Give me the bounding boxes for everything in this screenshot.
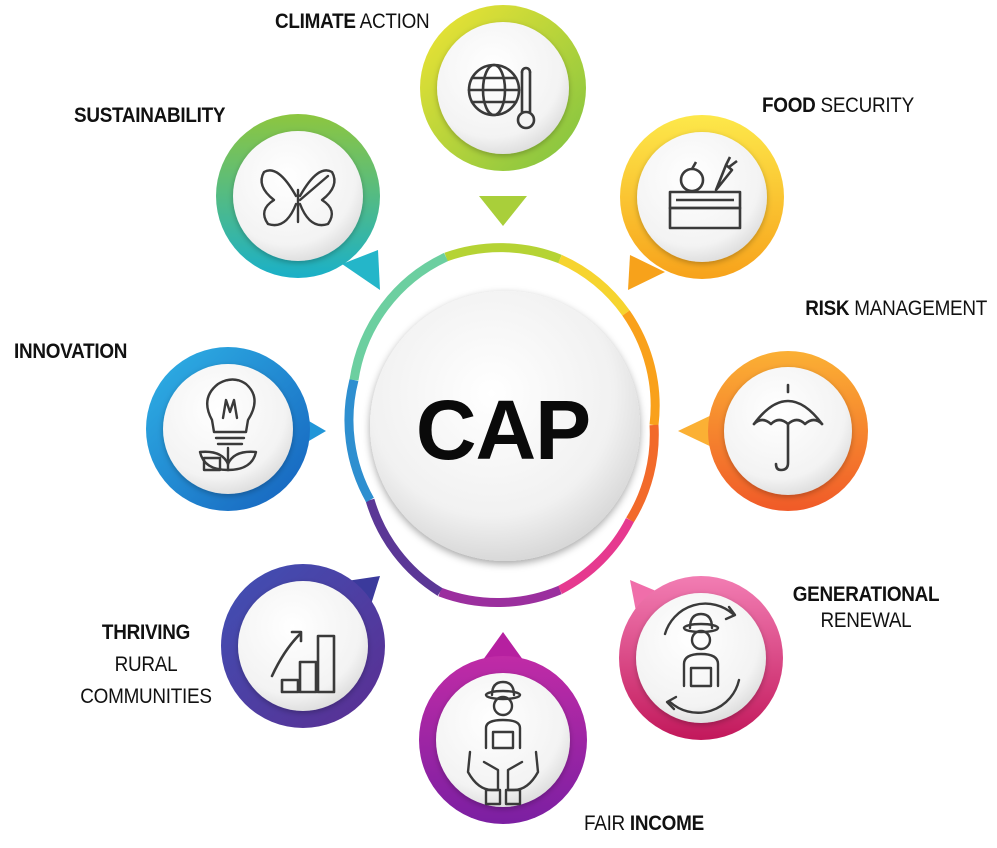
label-climate-action-bold: CLIMATE (275, 10, 356, 33)
label-food-security-regular: SECURITY (820, 94, 915, 117)
label-generational-renewal: GENERATIONAL RENEWAL (785, 582, 947, 634)
node-generational-renewal[interactable] (619, 576, 783, 740)
label-innovation-bold: INNOVATION (14, 340, 128, 363)
label-sustainability-bold: SUSTAINABILITY (74, 104, 226, 127)
label-thriving-rural-communities: THRIVING RURAL COMMUNITIES (74, 620, 218, 710)
label-risk-management-bold: RISK (805, 297, 850, 320)
label-generational-renewal-regular: RENEWAL (820, 609, 912, 632)
label-fair-income-regular: FAIR (584, 812, 625, 835)
label-innovation: INNOVATION (14, 339, 127, 365)
label-food-security: FOOD SECURITY (762, 93, 914, 119)
node-climate-action[interactable] (420, 5, 586, 226)
center-disc (370, 291, 640, 561)
farmer-cycle-icon (663, 602, 741, 714)
label-climate-action: CLIMATE ACTION (275, 9, 430, 35)
node-innovation[interactable] (146, 347, 326, 511)
center-title: CAP (415, 383, 591, 477)
vegetable-crate-icon (668, 156, 742, 230)
label-thriving-line2: RURAL (114, 653, 178, 676)
node-risk-management[interactable] (678, 351, 868, 511)
label-thriving-line3: COMMUNITIES (80, 685, 212, 708)
label-climate-action-regular: ACTION (359, 10, 430, 33)
node-food-security[interactable] (620, 115, 784, 290)
umbrella-icon (752, 383, 824, 472)
growth-chart-icon (270, 630, 336, 694)
label-fair-income: FAIR INCOME (584, 811, 704, 837)
node-fair-income[interactable] (419, 632, 587, 824)
node-thriving-rural-communities[interactable] (221, 564, 385, 728)
label-food-security-bold: FOOD (762, 94, 816, 117)
node-sustainability[interactable] (216, 114, 380, 290)
butterfly-leaf-icon (260, 169, 336, 227)
label-risk-management-regular: MANAGEMENT (854, 297, 987, 320)
center-ring (344, 243, 660, 608)
label-generational-renewal-bold: GENERATIONAL (792, 583, 940, 606)
label-fair-income-bold: INCOME (629, 812, 704, 835)
lightbulb-leaf-icon (198, 378, 258, 472)
label-sustainability: SUSTAINABILITY (74, 103, 226, 129)
farmer-hands-icon (466, 680, 540, 806)
globe-thermometer-icon (467, 63, 536, 130)
label-thriving-bold: THRIVING (101, 621, 191, 644)
label-risk-management: RISK MANAGEMENT (805, 296, 987, 322)
